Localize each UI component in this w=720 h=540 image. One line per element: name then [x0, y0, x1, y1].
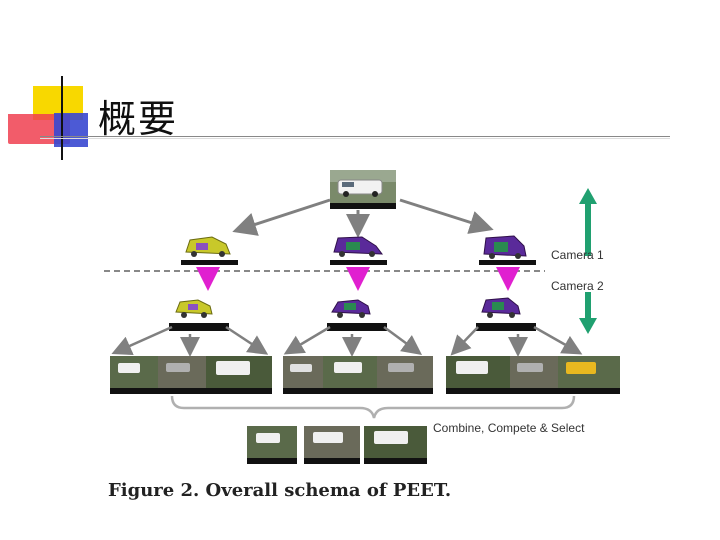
camera2-down-arrow	[579, 292, 597, 334]
title-decoration-line	[61, 76, 63, 160]
candidate-thumb-6	[377, 356, 433, 394]
candidate-thumb-5	[323, 356, 377, 394]
title-underline	[40, 136, 670, 137]
top-arrows	[232, 198, 494, 238]
camera1-up-arrow	[579, 188, 597, 256]
candidate-thumb-2	[158, 356, 206, 394]
camera2-label: Camera 2	[551, 279, 604, 293]
result-thumb-1	[247, 426, 297, 464]
candidate-thumb-9	[558, 356, 620, 394]
result-thumb-3	[364, 426, 427, 464]
result-row	[247, 426, 427, 464]
candidate-thumb-7	[446, 356, 510, 394]
camera1-model-center	[330, 236, 387, 265]
camera2-model-center	[327, 299, 387, 331]
page-title: 概要	[98, 97, 179, 141]
combine-brace	[170, 395, 576, 419]
result-thumb-2	[304, 426, 360, 464]
input-image	[330, 170, 396, 209]
camera2-model-left	[169, 299, 229, 331]
combine-label: Combine, Compete & Select	[433, 421, 585, 435]
title-decoration-blue	[54, 113, 88, 147]
camera1-model-left	[181, 236, 238, 265]
camera1-model-right	[479, 235, 536, 265]
candidate-thumb-1	[110, 356, 158, 394]
camera1-label: Camera 1	[551, 248, 604, 262]
title-underline-shadow	[40, 138, 670, 139]
transfer-arrows	[196, 267, 520, 291]
candidate-thumb-4	[283, 356, 323, 394]
candidate-thumb-8	[510, 356, 558, 394]
figure-caption: Figure 2. Overall schema of PEET.	[108, 480, 452, 501]
candidate-arrows	[111, 325, 583, 357]
camera2-model-right	[476, 297, 536, 331]
candidate-row	[110, 356, 620, 394]
candidate-thumb-3	[206, 356, 272, 394]
